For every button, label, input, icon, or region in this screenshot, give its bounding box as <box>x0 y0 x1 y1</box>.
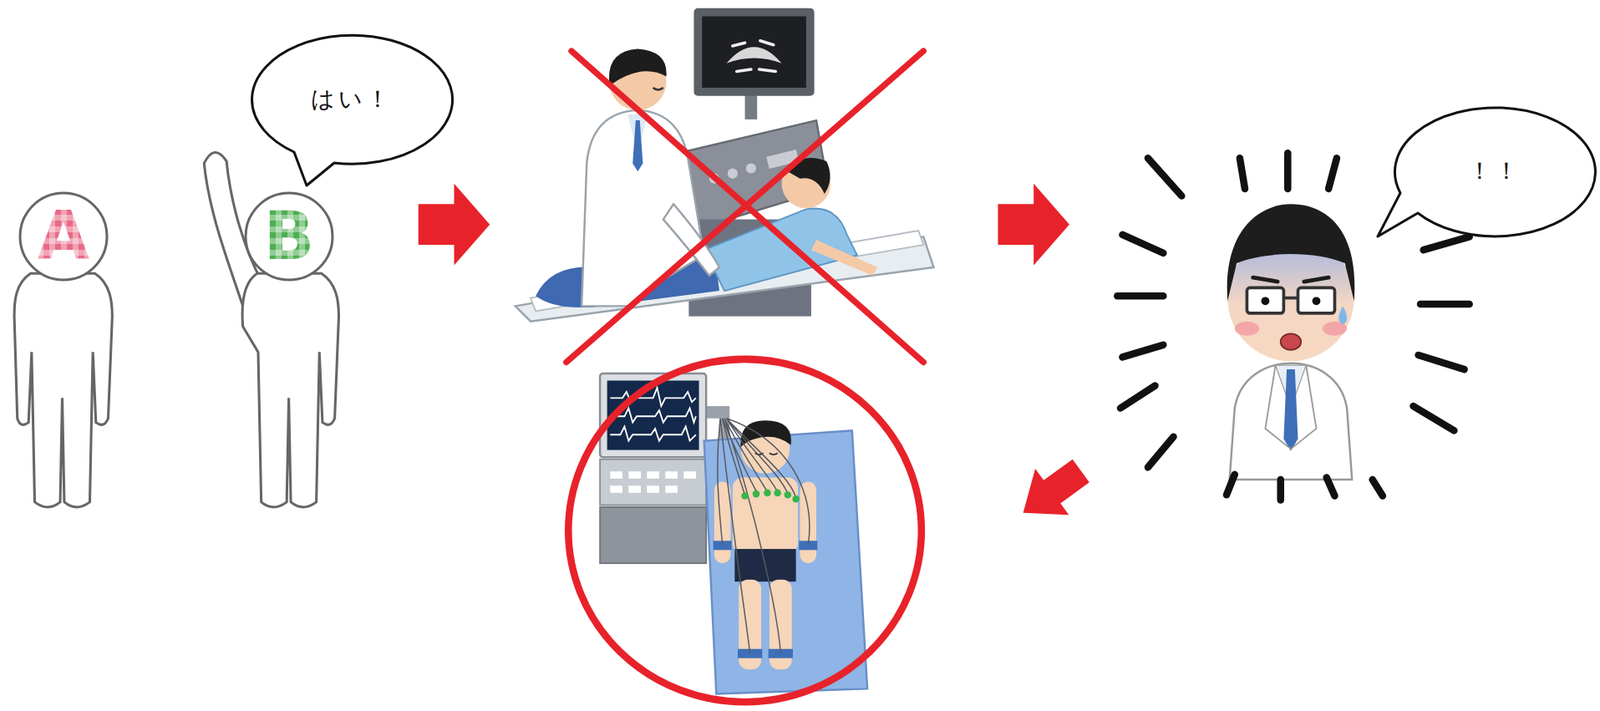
ecg-exam <box>714 481 732 564</box>
shock-lines <box>1326 477 1336 497</box>
shock-lines <box>1120 386 1156 409</box>
ecg-exam <box>740 420 791 447</box>
surprised-doctor <box>1264 365 1316 449</box>
surprised-doctor <box>1227 203 1356 301</box>
shock-lines <box>1328 157 1337 189</box>
shock-lines <box>1420 300 1470 309</box>
ecg-exam <box>784 491 793 499</box>
figure-body <box>242 273 339 508</box>
surprised-doctor <box>1280 333 1301 351</box>
ultrasound-exam <box>732 40 776 72</box>
ultrasound-exam <box>745 93 758 120</box>
surprised-doctor <box>1246 287 1284 314</box>
ultrasound-exam <box>653 87 664 90</box>
speech-bubble: ！！ <box>1392 105 1597 238</box>
ecg-exam <box>609 485 623 493</box>
ecg-exam <box>646 485 660 493</box>
head-circle <box>245 193 333 280</box>
surprised-doctor <box>1229 363 1353 480</box>
shock-lines <box>1284 152 1292 189</box>
flow-arrow <box>418 183 490 266</box>
flow-arrow <box>1005 447 1098 537</box>
shock-lines <box>1147 436 1174 468</box>
ecg-exam <box>599 507 707 564</box>
ecg-exam <box>599 459 707 506</box>
figure-body <box>14 273 112 508</box>
surprised-doctor <box>1234 321 1260 336</box>
ecg-exam <box>763 489 772 498</box>
ecg-exam <box>717 418 810 654</box>
ecg-exam <box>704 430 868 694</box>
ecg-exam <box>773 489 782 498</box>
ecg-exam <box>752 490 761 498</box>
surprised-doctor <box>1227 203 1356 480</box>
ecg-exam <box>792 495 800 503</box>
ecg-exam <box>665 471 678 479</box>
figure-head: B <box>243 190 336 283</box>
speech-text: ！！ <box>1467 157 1522 186</box>
ultrasound-exam <box>746 162 757 173</box>
person-letter: A <box>37 203 90 270</box>
ecg-exam <box>607 380 700 451</box>
ecg-exam <box>599 373 868 694</box>
shock-lines <box>1122 345 1164 358</box>
shock-lines <box>1147 157 1182 196</box>
ecg-exam <box>628 471 641 479</box>
shock-lines <box>1413 406 1455 431</box>
speech-bubble: はい！ <box>249 33 454 166</box>
surprised-doctor <box>1297 287 1335 314</box>
ecg-exam <box>628 485 641 493</box>
ultrasound-exam <box>609 49 667 85</box>
illustration <box>14 8 1470 702</box>
circle-mark <box>568 359 922 702</box>
person-letter: B <box>264 203 315 270</box>
shock-lines <box>1423 236 1470 250</box>
figure-head: A <box>17 190 110 283</box>
shock-lines <box>1239 157 1245 189</box>
cross-mark <box>566 50 924 362</box>
surprised-doctor <box>1283 369 1298 452</box>
flow-arrow <box>997 183 1069 266</box>
ecg-exam <box>646 471 660 479</box>
cross-mark <box>566 50 924 362</box>
ecg-exam <box>683 471 696 479</box>
surprised-doctor <box>1261 296 1270 305</box>
surprised-doctor <box>1312 296 1321 305</box>
ultrasound-exam <box>693 8 814 97</box>
head-circle <box>20 193 107 280</box>
surprised-doctor <box>1283 296 1298 300</box>
bubble-outline <box>252 35 453 186</box>
circle-mark <box>568 359 922 702</box>
ultrasound-exam <box>727 168 738 179</box>
ecg-exam <box>609 471 623 479</box>
shock-lines <box>1117 292 1164 300</box>
figure-body <box>14 273 112 508</box>
shock-lines <box>1226 474 1235 495</box>
ultrasound-exam <box>701 16 807 88</box>
shock-lines <box>1418 355 1465 370</box>
surprised-doctor <box>1253 277 1329 282</box>
ecg-exam <box>799 481 817 564</box>
surprised-doctor <box>1338 305 1347 325</box>
ecg-exam <box>741 492 749 500</box>
ultrasound-exam <box>726 46 783 64</box>
ultrasound-exam <box>632 120 643 172</box>
ultrasound-exam <box>581 110 705 306</box>
bubble-outline <box>1377 107 1595 237</box>
shock-lines <box>1122 234 1164 254</box>
figure-body <box>203 152 339 508</box>
shock-lines <box>1372 479 1383 497</box>
ecg-exam <box>609 426 696 442</box>
ecg-exam <box>665 485 678 493</box>
speech-text: はい！ <box>310 85 393 114</box>
shock-lines <box>1276 479 1285 500</box>
